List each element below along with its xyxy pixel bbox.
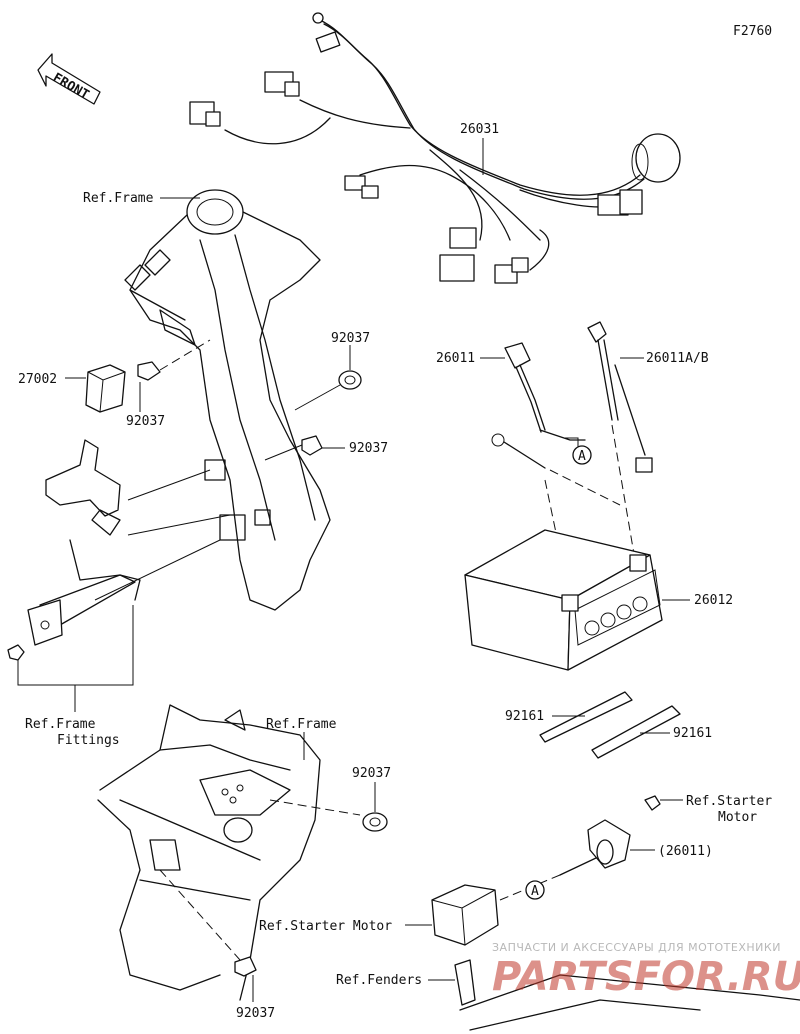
label-ref-frame-fittings-1: Ref.Frame — [25, 717, 96, 732]
main-harness-26031: 26031 — [189, 12, 681, 284]
label-harness: 26031 — [460, 122, 499, 137]
label-ref-frame-lower: Ref.Frame — [266, 717, 337, 732]
clamp-lower-right-92037 — [362, 812, 388, 832]
label-ref-starter-motor-lower: Ref.Starter Motor — [259, 919, 392, 934]
frame-upper — [124, 189, 331, 611]
label-ref-frame-fittings-2: Fittings — [57, 733, 120, 748]
relay-27002 — [7, 364, 231, 661]
label-ref-starter-motor-top-2: Motor — [718, 810, 757, 825]
clamp-left-92037 — [137, 339, 211, 381]
watermark-logo: PARTSFOR.RU — [492, 954, 800, 1000]
label-clamp-left: 92037 — [126, 414, 165, 429]
label-cable-pos-paren: (26011) — [658, 844, 713, 859]
label-ref-starter-motor-top-1: Ref.Starter — [686, 794, 772, 809]
svg-text:A: A — [578, 449, 586, 464]
label-battery: 26012 — [694, 593, 733, 608]
clamp-right-mid-92037 — [264, 435, 323, 461]
circle-a-bottom: A — [525, 880, 545, 900]
label-ref-fenders: Ref.Fenders — [336, 973, 422, 988]
starter-relay — [431, 884, 499, 946]
battery-cable-positive-26011 — [491, 342, 621, 601]
svg-text:A: A — [531, 884, 539, 899]
circle-a-top: A — [565, 437, 592, 465]
label-clamp-lower-right: 92037 — [352, 766, 391, 781]
label-strip-right: 92161 — [673, 726, 712, 741]
watermark-tagline: ЗАПЧАСТИ И АКСЕССУАРЫ ДЛЯ МОТОТЕХНИКИ — [492, 941, 781, 954]
figure-code: F2760 — [733, 24, 772, 39]
frame-lower — [97, 704, 361, 1001]
fender-section — [454, 959, 800, 1031]
battery-cable-negative-26011ab — [587, 321, 653, 561]
label-clamp-right-top: 92037 — [331, 331, 370, 346]
battery-26012 — [464, 529, 663, 671]
label-clamp-right-mid: 92037 — [349, 441, 388, 456]
label-cable-neg: 26011A/B — [646, 351, 709, 366]
label-strip-left: 92161 — [505, 709, 544, 724]
label-clamp-lower-bottom: 92037 — [236, 1006, 275, 1021]
clamp-right-top-92037 — [294, 370, 362, 411]
strip-left-92161 — [539, 691, 633, 743]
label-cable-pos: 26011 — [436, 351, 475, 366]
label-relay: 27002 — [18, 372, 57, 387]
strip-right-92161 — [591, 705, 681, 759]
label-ref-frame-top: Ref.Frame — [83, 191, 154, 206]
front-arrow-icon: FRONT — [37, 53, 101, 105]
clamp-lower-bottom-92037 — [234, 956, 257, 977]
